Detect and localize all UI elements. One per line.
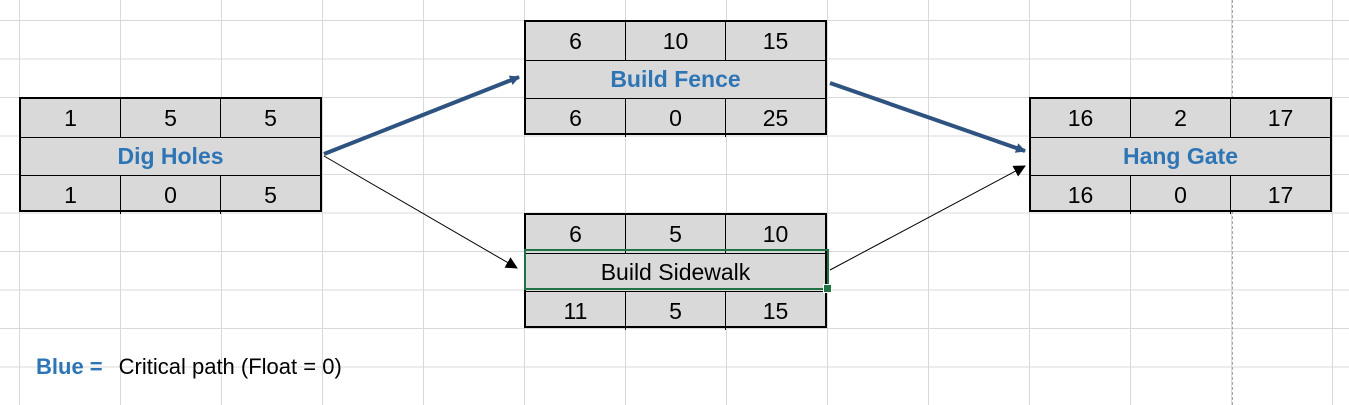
legend: Blue = Critical path (Float = 0) (36, 354, 342, 380)
duration[interactable]: 5 (121, 99, 221, 137)
duration[interactable]: 10 (626, 22, 726, 60)
node-build-fence[interactable]: 6 10 15 Build Fence 6 0 25 (524, 20, 827, 137)
float[interactable]: 0 (626, 99, 726, 137)
late-finish[interactable]: 15 (762, 297, 789, 324)
arrow-dig-holes-to-build-sidewalk (323, 155, 518, 269)
late-start[interactable]: 16 (1031, 176, 1131, 214)
late-finish[interactable]: 25 (762, 104, 789, 131)
early-start[interactable]: 16 (1031, 99, 1131, 137)
arrow-build-sidewalk-to-hang-gate (829, 165, 1026, 271)
duration[interactable]: 2 (1131, 99, 1231, 137)
activity-name[interactable]: Hang Gate (1122, 143, 1239, 169)
late-start[interactable]: 6 (526, 99, 626, 137)
early-finish[interactable]: 15 (762, 27, 789, 54)
arrow-build-fence-to-hang-gate (829, 81, 1026, 153)
duration[interactable]: 5 (626, 215, 726, 253)
activity-name[interactable]: Build Fence (610, 66, 741, 92)
float[interactable]: 0 (121, 176, 221, 214)
node-build-sidewalk[interactable]: 6 5 10 Build Sidewalk 11 5 15 (524, 213, 827, 330)
activity-name[interactable]: Build Sidewalk (600, 259, 751, 285)
legend-key[interactable]: Blue = (36, 354, 103, 379)
early-start[interactable]: 6 (526, 215, 626, 253)
late-start[interactable]: 1 (21, 176, 121, 214)
late-finish[interactable]: 5 (264, 181, 277, 208)
late-finish[interactable]: 17 (1267, 181, 1294, 208)
early-start[interactable]: 6 (526, 22, 626, 60)
early-start[interactable]: 1 (21, 99, 121, 137)
activity-name[interactable]: Dig Holes (117, 143, 224, 169)
arrow-dig-holes-to-build-fence (323, 75, 520, 156)
early-finish[interactable]: 5 (264, 104, 277, 131)
early-finish[interactable]: 10 (762, 220, 789, 247)
late-start[interactable]: 11 (526, 292, 626, 330)
node-dig-holes[interactable]: 1 5 5 Dig Holes 1 0 5 (19, 97, 322, 214)
early-finish[interactable]: 17 (1267, 104, 1294, 131)
legend-description[interactable]: Critical path (Float = 0) (118, 354, 342, 379)
node-hang-gate[interactable]: 16 2 17 Hang Gate 16 0 17 (1029, 97, 1332, 214)
float[interactable]: 0 (1131, 176, 1231, 214)
float[interactable]: 5 (626, 292, 726, 330)
